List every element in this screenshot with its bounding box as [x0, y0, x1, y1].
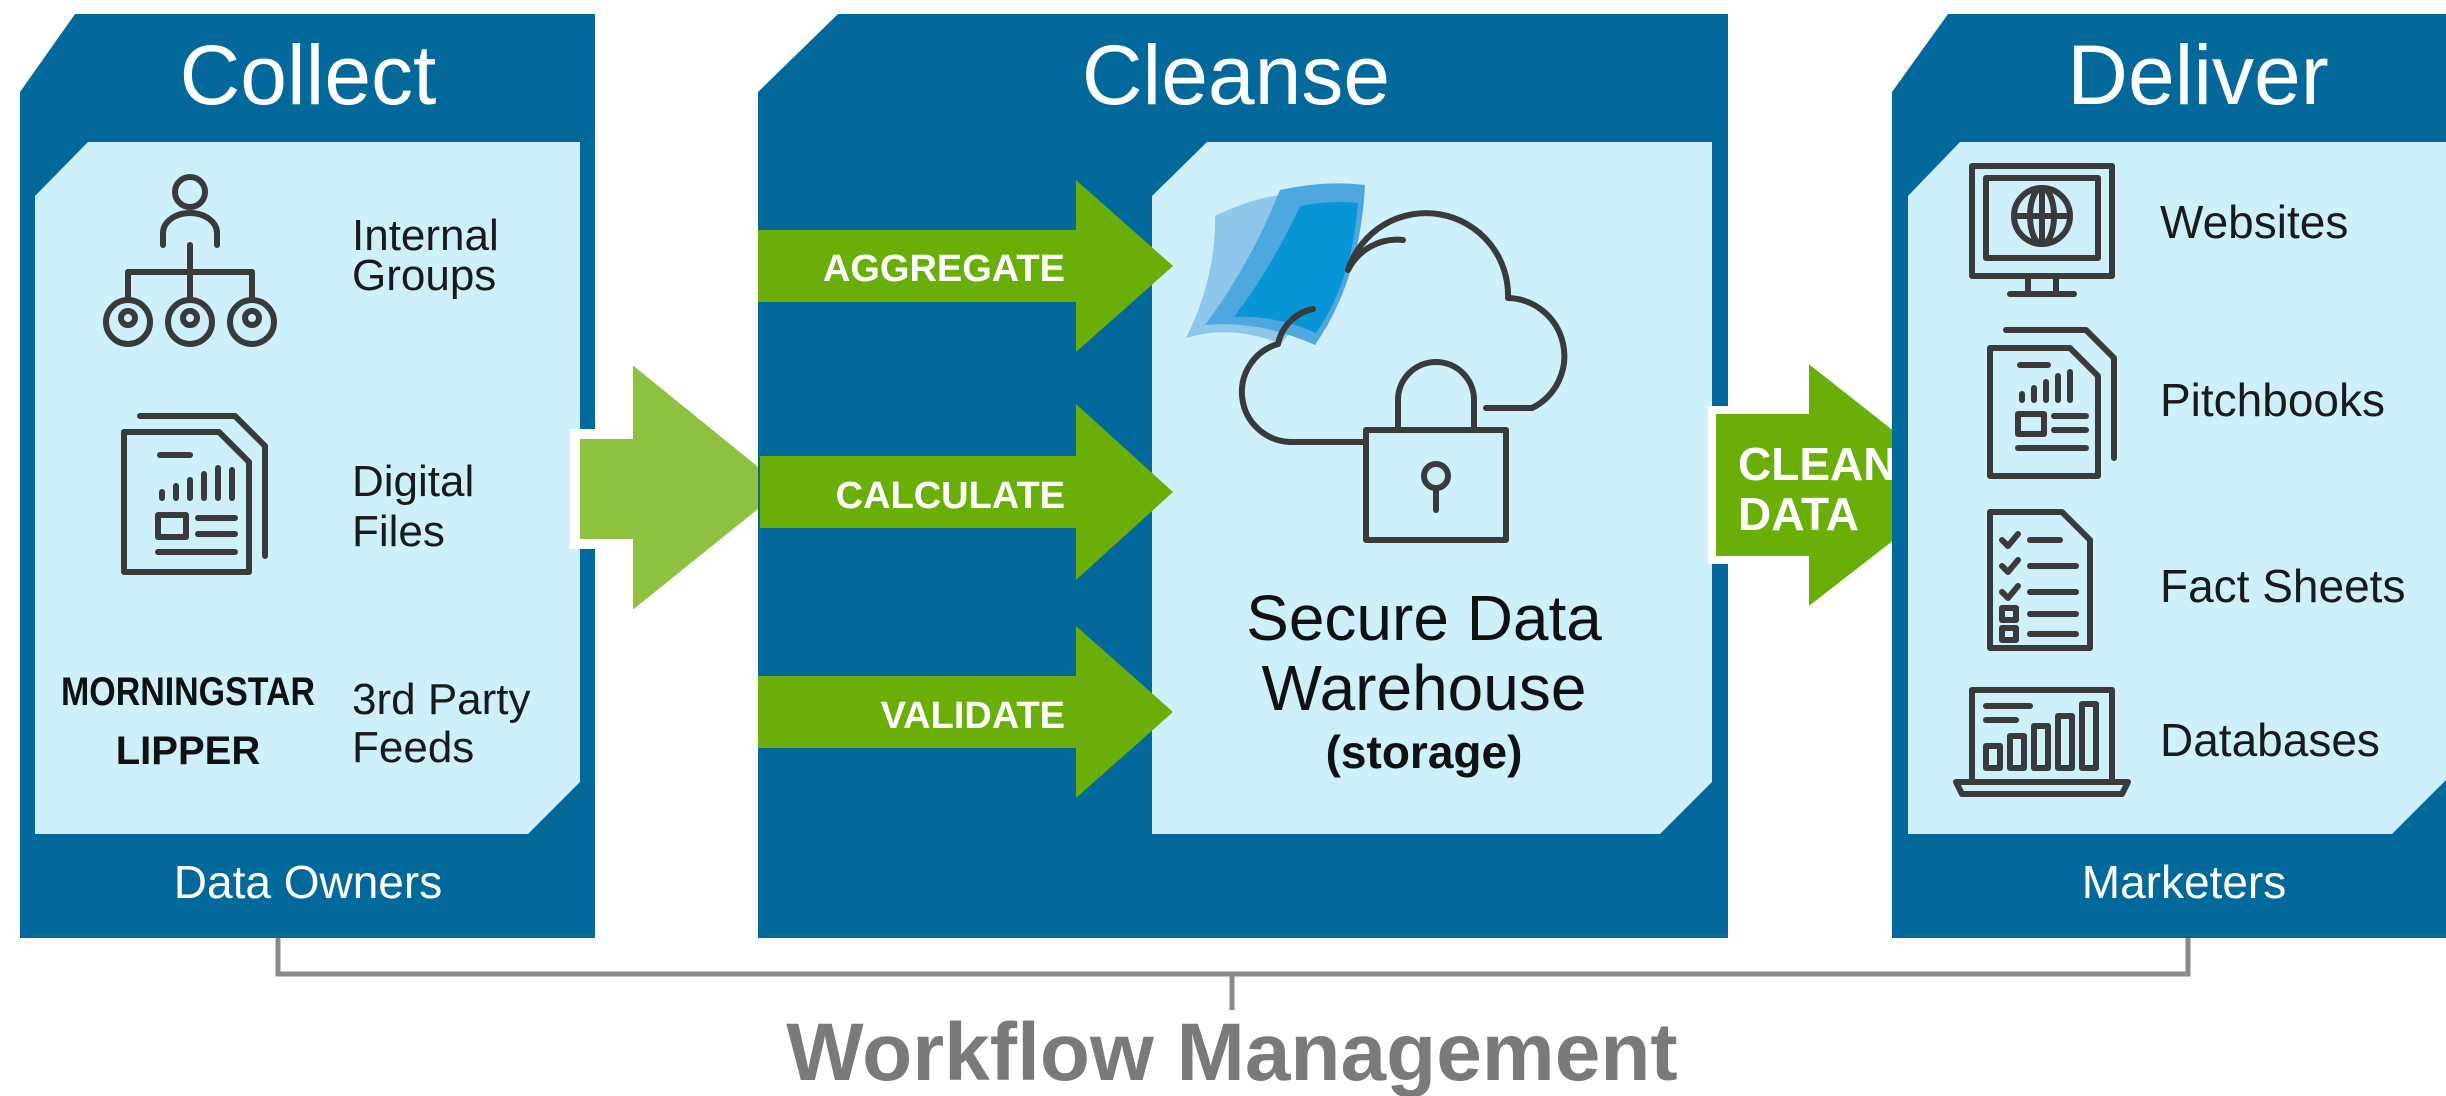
- clean-data-line2: DATA: [1738, 488, 1859, 540]
- org-chart-icon: [103, 174, 277, 347]
- collect-item-internal-line1: Internal: [352, 211, 499, 260]
- flying-document-icon: [1186, 183, 1365, 345]
- deliver-item-factsheets: Fact Sheets: [2160, 560, 2405, 612]
- deliver-panel-inner: [1908, 142, 2446, 834]
- deliver-item-databases: Databases: [2160, 714, 2380, 766]
- aggregate-arrow: [758, 180, 1173, 352]
- workflow-label: Workflow Management: [786, 1007, 1677, 1096]
- document-chart-icon: [121, 413, 268, 575]
- clean-data-line1: CLEAN: [1738, 438, 1896, 490]
- collect-to-cleanse-arrow: [570, 344, 800, 631]
- aggregate-label: AGGREGATE: [823, 248, 1065, 290]
- collect-item-digital-line1: Digital: [352, 457, 474, 506]
- warehouse-line1: Secure Data: [1246, 582, 1602, 654]
- checklist-icon: [1987, 509, 2093, 651]
- warehouse-line3: (storage): [1326, 726, 1523, 778]
- collect-title: Collect: [180, 28, 437, 122]
- lipper-logo: LIPPER: [116, 729, 261, 773]
- collect-item-feeds-line1: 3rd Party: [352, 675, 531, 724]
- validate-arrow: [758, 626, 1173, 798]
- collect-item-digital-line2: Files: [352, 507, 445, 556]
- calculate-label: CALCULATE: [836, 475, 1065, 517]
- monitor-globe-icon: [1969, 163, 2115, 297]
- calculate-arrow: [760, 404, 1173, 580]
- deliver-panel: Deliver Marketers Websites: [1892, 14, 2446, 938]
- workflow-bracket: [275, 938, 2191, 1010]
- clean-data-arrow: [1708, 347, 1977, 623]
- cleanse-panel: Cleanse AGGREGATE CALCULATE VALIDATE Sec…: [758, 14, 1728, 938]
- collect-panel: Collect Data Owners Internal Groups: [20, 14, 595, 938]
- deliver-title: Deliver: [2067, 28, 2328, 122]
- cleanse-title: Cleanse: [1082, 28, 1390, 122]
- pitchbook-icon: [1987, 327, 2117, 479]
- validate-label: VALIDATE: [881, 695, 1065, 737]
- deliver-footer: Marketers: [2082, 856, 2286, 908]
- morningstar-logo: MORNINGSTAR: [61, 670, 315, 714]
- deliver-item-websites: Websites: [2160, 196, 2348, 248]
- collect-footer: Data Owners: [174, 856, 442, 908]
- laptop-chart-icon: [1953, 687, 2131, 797]
- warehouse-line2: Warehouse: [1262, 652, 1587, 724]
- cloud-lock-icon: [1238, 210, 1568, 543]
- collect-item-feeds-line2: Feeds: [352, 723, 474, 772]
- collect-item-internal-line2: Groups: [352, 251, 496, 300]
- deliver-item-pitchbooks: Pitchbooks: [2160, 374, 2385, 426]
